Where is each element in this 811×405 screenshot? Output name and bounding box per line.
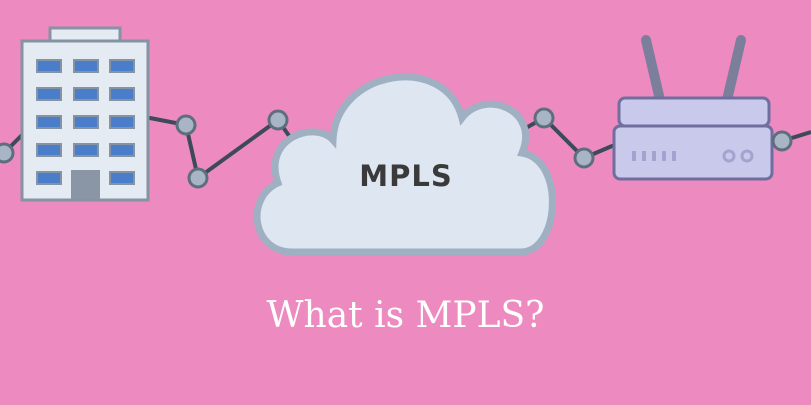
- router-antenna-left: [641, 35, 665, 105]
- router-port: [722, 149, 736, 163]
- cloud-icon: [253, 73, 556, 256]
- router-led: [662, 151, 666, 161]
- network-node-icon: [187, 167, 209, 189]
- building-window: [73, 87, 99, 101]
- diagram-caption: What is MPLS?: [266, 295, 545, 336]
- router-led: [672, 151, 676, 161]
- building-window: [36, 59, 62, 73]
- building-window: [36, 171, 62, 185]
- building-windows: [36, 59, 135, 185]
- cloud-label: MPLS: [359, 159, 453, 193]
- building-window: [109, 87, 135, 101]
- network-node-icon: [573, 147, 595, 169]
- router-body: [612, 124, 774, 181]
- building-window: [36, 115, 62, 129]
- router-antenna-right: [722, 35, 746, 105]
- router-top-panel: [617, 96, 771, 128]
- cloud-shape: [253, 73, 556, 256]
- building-window: [109, 171, 135, 185]
- network-nodes: [0, 107, 793, 189]
- building-door: [71, 170, 100, 199]
- router-led: [632, 151, 636, 161]
- router-icon: [612, 35, 774, 181]
- network-node-icon: [175, 114, 197, 136]
- building-window: [109, 115, 135, 129]
- building-window: [73, 59, 99, 73]
- router-port: [740, 149, 754, 163]
- building-window: [109, 59, 135, 73]
- network-node-icon: [771, 130, 793, 152]
- network-node-icon: [0, 142, 15, 164]
- network-node-icon: [267, 109, 289, 131]
- router-led: [652, 151, 656, 161]
- router-leds: [632, 151, 676, 161]
- building-window: [109, 143, 135, 157]
- network-node-icon: [533, 107, 555, 129]
- building-window: [73, 115, 99, 129]
- building-window: [36, 87, 62, 101]
- building-window: [36, 143, 62, 157]
- building-window: [73, 143, 99, 157]
- office-building-icon: [20, 26, 150, 202]
- router-led: [642, 151, 646, 161]
